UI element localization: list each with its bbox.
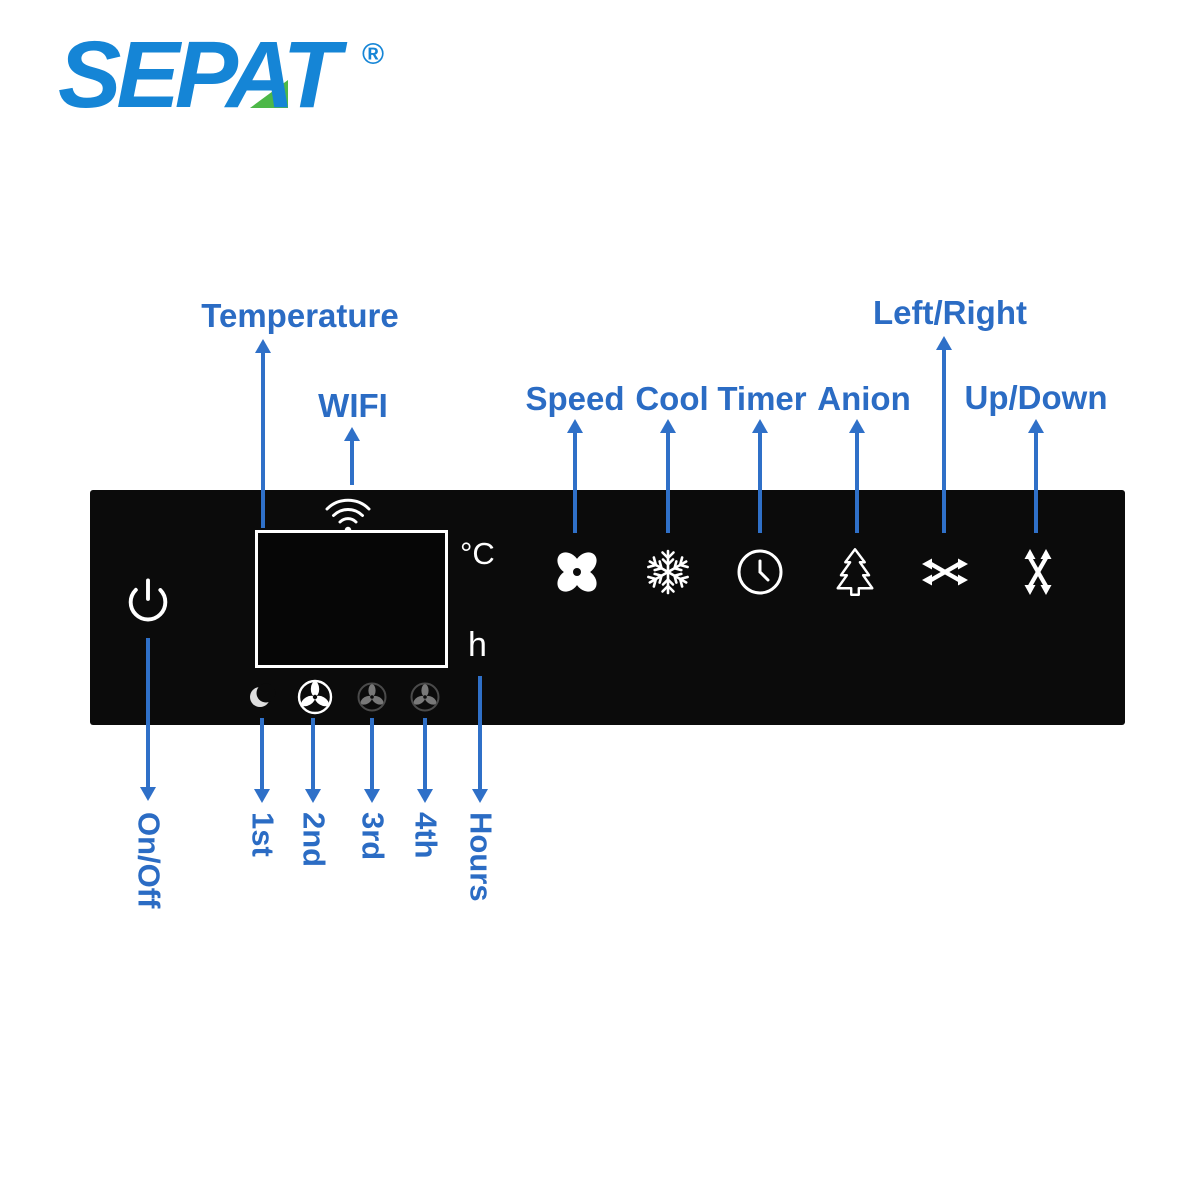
moon-sleep-icon [250,683,276,707]
cool-arrow [660,419,676,533]
brand-logo: SEPAT ® [58,28,438,143]
wifi-icon [325,498,371,534]
anion-tree-icon [836,548,874,596]
temperature-display [255,530,448,668]
left-right-arrow [936,336,952,533]
hours-unit: h [468,626,487,664]
label-on-off: On/Off [131,812,167,909]
brand-name: SEPAT [58,22,341,128]
label-up-down: Up/Down [964,379,1108,416]
control-panel: °C h [90,490,1125,725]
first-speed-arrow [254,718,270,803]
temperature-arrow [255,339,271,528]
swing-left-right-icon [922,558,968,586]
label-4th: 4th [408,812,444,859]
label-2nd: 2nd [296,812,332,868]
hours-arrow [472,676,488,803]
fourth-speed-arrow [417,718,433,803]
label-1st: 1st [245,812,281,857]
timer-clock-icon [737,549,783,595]
registered-trademark-icon: ® [362,38,385,71]
power-icon [128,578,168,622]
third-speed-arrow [364,718,380,803]
label-anion: Anion [817,380,911,417]
celsius-unit: °C [460,536,495,571]
fan-speed-3-icon [357,682,387,712]
on-off-arrow [140,638,156,801]
label-left-right: Left/Right [873,294,1027,331]
wifi-arrow [344,427,360,485]
speed-arrow [567,419,583,533]
label-timer: Timer [717,380,807,417]
up-down-arrow [1028,419,1044,533]
speed-fan-icon [557,552,597,592]
swing-up-down-icon [1024,549,1052,595]
timer-arrow [752,419,768,533]
anion-arrow [849,419,865,533]
label-3rd: 3rd [355,812,391,861]
label-hours: Hours [463,812,499,902]
fan-speed-4-icon [410,682,440,712]
snowflake-cool-icon [645,549,691,595]
label-cool: Cool [635,380,709,417]
fan-speed-2-icon [297,679,333,715]
label-speed: Speed [525,380,625,417]
label-wifi: WIFI [318,387,388,424]
label-temperature: Temperature [201,297,399,334]
second-speed-arrow [305,718,321,803]
